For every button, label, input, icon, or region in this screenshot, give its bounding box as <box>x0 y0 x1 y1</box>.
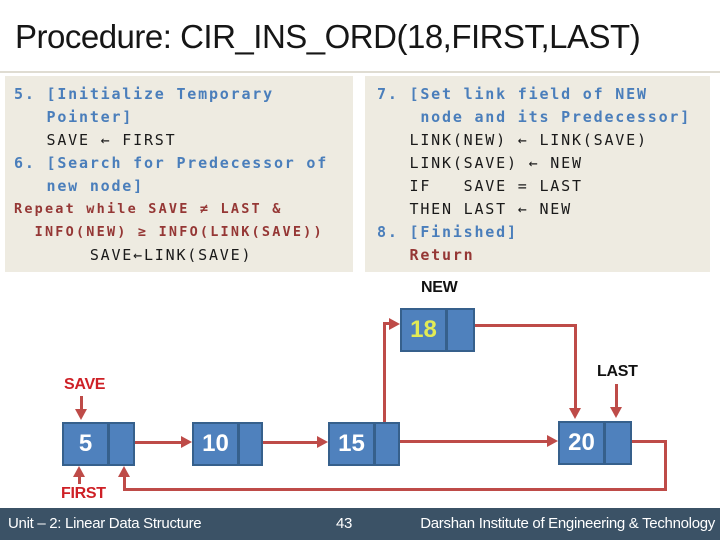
code-line: IF SAVE = LAST <box>377 177 583 195</box>
arrowhead <box>547 435 558 447</box>
node-info-cell: 18 <box>402 310 448 350</box>
new-pointer-label: NEW <box>421 279 458 296</box>
node-18-new: 18 <box>400 308 475 352</box>
line-segment <box>263 441 317 444</box>
node-link-cell <box>240 424 261 464</box>
line-segment <box>135 441 183 444</box>
node-link-cell <box>448 310 473 350</box>
arrowhead <box>118 466 130 477</box>
footer-bar: Unit – 2: Linear Data Structure 43 Darsh… <box>0 508 720 540</box>
code-line: THEN LAST ← NEW <box>377 200 572 218</box>
line-segment <box>80 396 83 410</box>
line-segment <box>123 477 126 489</box>
line-segment <box>632 440 667 443</box>
line-segment <box>574 324 577 409</box>
line-segment <box>615 384 618 409</box>
node-5: 5 <box>62 422 135 466</box>
first-pointer-label: FIRST <box>61 485 106 502</box>
node-20: 20 <box>558 421 632 465</box>
node-value: 20 <box>568 429 595 456</box>
code-line: Return <box>377 246 475 264</box>
title-divider <box>0 71 720 73</box>
save-pointer-label: SAVE <box>64 376 106 393</box>
footer-institute-name: Darshan Institute of Engineering & Techn… <box>420 515 715 532</box>
node-link-cell <box>376 424 398 464</box>
code-line: INFO(NEW) ≥ INFO(LINK(SAVE)) <box>14 224 324 240</box>
arrowhead <box>610 407 622 418</box>
code-line: 7. [Set link field of NEW <box>377 85 648 103</box>
code-line: SAVE ← FIRST <box>14 131 177 149</box>
footer-unit-title: Unit – 2: Linear Data Structure <box>8 515 202 532</box>
arrowhead <box>389 318 400 330</box>
arrowhead <box>569 408 581 419</box>
page-title: Procedure: CIR_INS_ORD(18,FIRST,LAST) <box>15 18 641 55</box>
line-segment <box>475 324 577 327</box>
node-info-cell: 20 <box>560 423 606 463</box>
line-segment <box>664 440 667 491</box>
node-value: 10 <box>202 430 229 457</box>
arrowhead <box>317 436 328 448</box>
code-line: SAVE←LINK(SAVE) <box>14 246 253 264</box>
code-line: 6. [Search for Predecessor of <box>14 154 329 172</box>
code-line: node and its Predecessor] <box>377 108 692 126</box>
code-line: 8. [Finished] <box>377 223 518 241</box>
node-info-cell: 5 <box>64 424 110 464</box>
code-box-left: 5. [Initialize Temporary Pointer] SAVE ←… <box>5 76 353 272</box>
code-line: Pointer] <box>14 108 134 126</box>
code-line: new node] <box>14 177 144 195</box>
arrowhead <box>73 466 85 477</box>
node-15: 15 <box>328 422 400 466</box>
last-pointer-label: LAST <box>597 363 638 380</box>
code-line: LINK(SAVE) ← NEW <box>377 154 583 172</box>
code-line: LINK(NEW) ← LINK(SAVE) <box>377 131 648 149</box>
node-10: 10 <box>192 422 263 466</box>
node-value: 5 <box>78 430 93 457</box>
code-line: 5. [Initialize Temporary <box>14 85 274 103</box>
line-segment <box>78 474 81 484</box>
arrowhead <box>181 436 192 448</box>
line-segment <box>383 322 390 325</box>
footer-page-number: 43 <box>336 515 353 532</box>
line-segment <box>123 488 667 491</box>
code-box-right: 7. [Set link field of NEW node and its P… <box>365 76 710 272</box>
code-line: Repeat while SAVE ≠ LAST & <box>14 201 283 217</box>
node-link-cell <box>606 423 630 463</box>
line-segment <box>400 440 547 443</box>
arrowhead <box>75 409 87 420</box>
node-value: 15 <box>338 430 365 457</box>
node-link-cell <box>110 424 133 464</box>
node-info-cell: 15 <box>330 424 376 464</box>
node-value: 18 <box>410 316 437 343</box>
line-segment <box>383 322 386 422</box>
node-info-cell: 10 <box>194 424 240 464</box>
